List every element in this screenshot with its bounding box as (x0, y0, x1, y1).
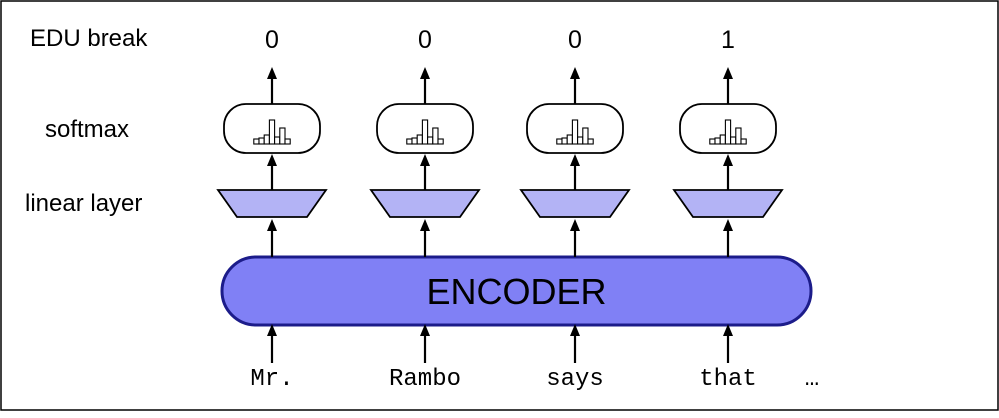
arrow-head (723, 324, 733, 336)
histogram-bar (411, 137, 418, 145)
arrow-head (420, 219, 430, 231)
arrow-head (570, 67, 580, 79)
arrow-head (420, 324, 430, 336)
edu-break-label: EDU break (30, 25, 148, 52)
input-arrow (570, 324, 580, 363)
ellipsis-label: … (805, 366, 819, 393)
linear-to-softmax-arrow (570, 154, 580, 190)
arrow-head (267, 219, 277, 231)
histogram-bar (582, 127, 589, 145)
softmax-to-output-arrow (420, 67, 430, 104)
histogram-bar (556, 138, 563, 145)
histogram-bar (268, 119, 276, 145)
token-column: Mr. 0 (216, 26, 328, 393)
arrow-head (267, 154, 277, 166)
histogram-bar (724, 119, 732, 145)
arrow-head (723, 67, 733, 79)
softmax-histogram-icon (406, 119, 444, 145)
histogram-bar (577, 136, 584, 145)
histogram-bar (284, 138, 291, 145)
edu-break-value: 0 (265, 26, 279, 54)
histogram-bar (406, 138, 413, 145)
input-arrow (723, 324, 733, 363)
histogram-bar (432, 127, 439, 145)
input-arrow (267, 324, 277, 363)
token-column: that 1 (672, 26, 784, 393)
edu-break-value: 1 (721, 26, 735, 54)
linear-layer-label: linear layer (25, 190, 142, 217)
softmax-to-output-arrow (570, 67, 580, 104)
histogram-bar (421, 119, 429, 145)
encoder-to-linear-arrow (267, 219, 277, 257)
softmax-to-output-arrow (267, 67, 277, 104)
linear-layer-block (216, 189, 328, 218)
arrow-head (723, 219, 733, 231)
arrow-head (570, 324, 580, 336)
arrow-head (420, 67, 430, 79)
arrow-head (267, 67, 277, 79)
histogram-bar (735, 127, 742, 145)
histogram-bar (274, 136, 281, 145)
token-label: says (546, 366, 604, 393)
histogram-bar (263, 134, 270, 145)
linear-to-softmax-arrow (420, 154, 430, 190)
arrow-head (420, 154, 430, 166)
softmax-to-output-arrow (723, 67, 733, 104)
token-column: Rambo 0 (369, 26, 481, 393)
histogram-bar (279, 127, 286, 145)
linear-layer-block (672, 189, 784, 218)
histogram-bar (571, 119, 579, 145)
histogram-bar (566, 134, 573, 145)
histogram-bar (561, 137, 568, 145)
histogram-bar (253, 138, 260, 145)
linear-to-softmax-arrow (267, 154, 277, 190)
edu-break-value: 0 (568, 26, 582, 54)
token-label: Mr. (250, 366, 293, 393)
histogram-bar (709, 138, 716, 145)
linear-layer-block (519, 189, 631, 218)
token-column: says 0 (519, 26, 631, 393)
linear-layer-block (369, 189, 481, 218)
histogram-bar (730, 136, 737, 145)
token-label: that (699, 366, 757, 393)
encoder-to-linear-arrow (420, 219, 430, 257)
encoder-label: ENCODER (426, 271, 606, 312)
linear-to-softmax-arrow (723, 154, 733, 190)
softmax-histogram-icon (556, 119, 594, 145)
token-label: Rambo (389, 366, 461, 393)
edu-break-value: 0 (418, 26, 432, 54)
histogram-bar (427, 136, 434, 145)
softmax-label: softmax (45, 116, 129, 143)
histogram-bar (714, 137, 721, 145)
arrow-head (570, 219, 580, 231)
softmax-histogram-icon (709, 119, 747, 145)
histogram-bar (719, 134, 726, 145)
arrow-head (570, 154, 580, 166)
histogram-bar (258, 137, 265, 145)
histogram-bar (437, 138, 444, 145)
softmax-histogram-icon (253, 119, 291, 145)
histogram-bar (587, 138, 594, 145)
arrow-head (723, 154, 733, 166)
encoder-to-linear-arrow (723, 219, 733, 257)
histogram-bar (740, 138, 747, 145)
encoder-to-linear-arrow (570, 219, 580, 257)
encoder-block (220, 255, 813, 327)
input-arrow (420, 324, 430, 363)
histogram-bar (416, 134, 423, 145)
arrow-head (267, 324, 277, 336)
